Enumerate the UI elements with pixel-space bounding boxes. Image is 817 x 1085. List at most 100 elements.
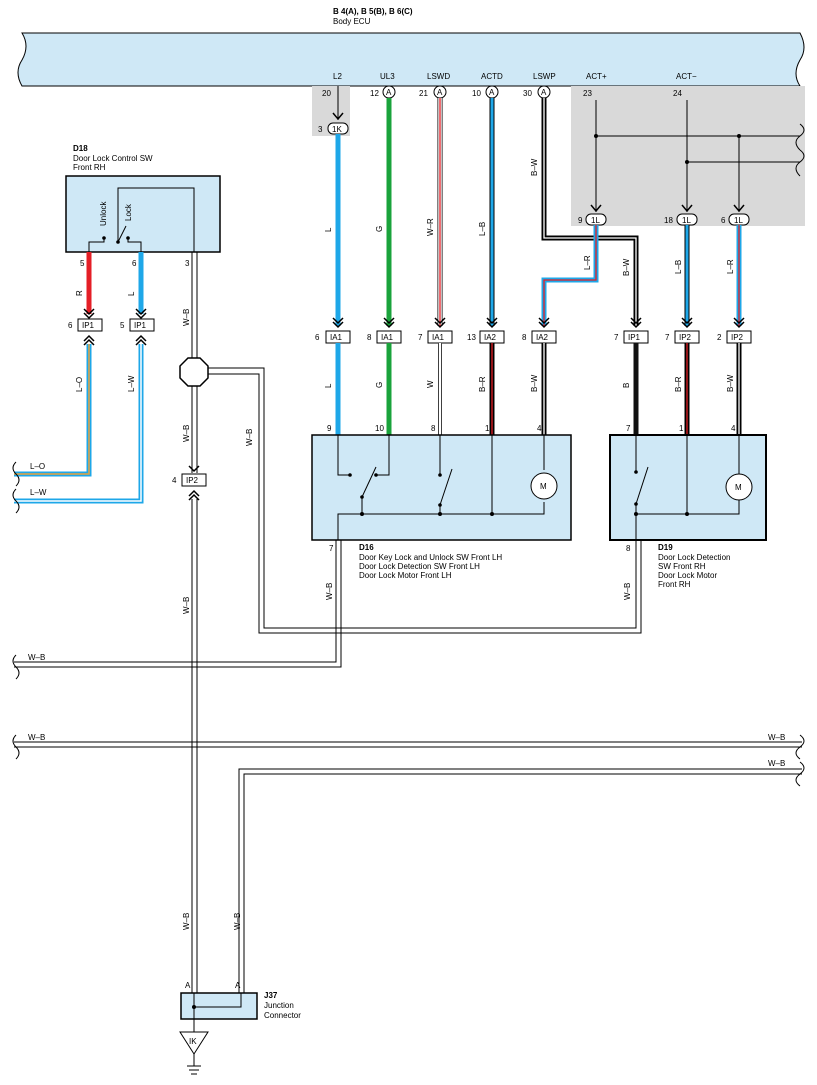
wire-label-wb-h1: W–B <box>28 653 45 662</box>
d16-line2: Door Lock Detection SW Front LH <box>359 562 480 571</box>
ip1-left-box-a <box>77 318 103 332</box>
d19-internal <box>635 435 753 540</box>
ecu-pin-23: 23 <box>583 89 592 98</box>
d16-switch-dots <box>348 473 494 516</box>
conn-ip2-r2-label: IP2 <box>731 333 744 342</box>
wire-label-lr-ip2: L–R <box>726 259 735 274</box>
wire-label-wr-upper: W–R <box>426 218 435 236</box>
conn-ip1-6-label: IP1 <box>134 321 147 330</box>
wire-label-lw-h: L–W <box>30 488 47 497</box>
connector-1l-b-label: 1L <box>682 216 691 225</box>
ecu-pin-20: 20 <box>322 89 331 98</box>
signal-act-minus: ACT− <box>676 72 697 81</box>
ground-symbol <box>179 1019 209 1075</box>
d18-code: D18 <box>73 144 88 153</box>
arrow-1l-a <box>590 204 602 213</box>
wire-label-lw-v: L–W <box>127 375 136 392</box>
wire-label-l-d18: L <box>127 291 136 296</box>
d18-box <box>65 175 221 253</box>
d19-line1: Door Lock Detection <box>658 553 730 562</box>
wire-label-l-upper: L <box>324 227 333 232</box>
conn-ia2-b-pin: 8 <box>522 333 527 342</box>
conn-ip2-mid-pin: 4 <box>172 476 177 485</box>
d19-pin-8: 8 <box>626 544 631 553</box>
wire-label-w-lower: W <box>426 380 435 388</box>
ip1-left-chevrons <box>83 308 147 320</box>
wire-label-l-lower: L <box>324 383 333 388</box>
conn-ip1-r-label: IP1 <box>628 333 641 342</box>
signal-act-plus: ACT+ <box>586 72 607 81</box>
d19-line4: Front RH <box>658 580 691 589</box>
conn-ia2-b-label: IA2 <box>536 333 549 342</box>
conn-ia2-a-label: IA2 <box>484 333 497 342</box>
wire-bw-lswp <box>541 98 639 326</box>
d19-code: D19 <box>658 543 673 552</box>
conn-ip2-mid-label: IP2 <box>186 476 199 485</box>
wire-label-bw-ip1: B–W <box>622 258 631 276</box>
d16-pin-9: 9 <box>327 424 332 433</box>
wire-wb-vertical-long <box>191 499 198 993</box>
connector-1k-pin: 3 <box>318 125 323 134</box>
d19-pin-7: 7 <box>626 424 631 433</box>
conn-ia1-c-label: IA1 <box>432 333 445 342</box>
signal-actd: ACTD <box>481 72 503 81</box>
act-internal-lines <box>595 100 805 212</box>
d19-pin-1: 1 <box>679 424 684 433</box>
d16-motor-symbol: M <box>540 482 547 491</box>
wire-label-lo-h: L–O <box>30 462 45 471</box>
conn-letter-actd: A <box>489 88 495 97</box>
ecu-name: Body ECU <box>333 17 371 26</box>
d16-internal <box>337 435 558 540</box>
wire-wb-d16 <box>14 540 342 668</box>
d16-line1: Door Key Lock and Unlock SW Front LH <box>359 553 502 562</box>
wire-label-b-d19: B <box>622 383 631 388</box>
wire-lo <box>14 344 92 477</box>
conn-letter-lswp: A <box>541 88 547 97</box>
conn-ia1-c-pin: 7 <box>418 333 423 342</box>
d18-name1: Door Lock Control SW <box>73 154 153 163</box>
wire-label-wb-long-b: W–B <box>182 913 191 930</box>
j37-line1: Junction <box>264 1001 294 1010</box>
d18-lock-label: Lock <box>124 203 133 221</box>
d18-switch-dots <box>102 236 130 244</box>
wire-label-bw-d16: B–W <box>530 374 539 392</box>
break-wb-h2-right <box>795 734 805 760</box>
j37-junction-dot <box>192 1005 196 1009</box>
j37-pin-a-left: A <box>185 981 191 990</box>
wire-label-wb-long-a: W–B <box>182 597 191 614</box>
wire-label-g-lower: G <box>375 382 384 388</box>
conn-ip2-r1-pin: 7 <box>665 333 670 342</box>
d19-switch-dots <box>634 470 689 516</box>
signal-lswp: LSWP <box>533 72 556 81</box>
ecu-pin-10: 10 <box>472 89 481 98</box>
wire-label-lo-v: L–O <box>75 377 84 392</box>
conn-ip2-r1-label: IP2 <box>679 333 692 342</box>
d19-line3: Door Lock Motor <box>658 571 717 580</box>
conn-ip2-r2-pin: 2 <box>717 333 722 342</box>
ecu-pin-24: 24 <box>673 89 682 98</box>
wire-label-wb-d18-a: W–B <box>182 309 191 326</box>
conn-ia1-a-pin: 6 <box>315 333 320 342</box>
wire-label-wb-d16: W–B <box>325 583 334 600</box>
wire-label-wb-h2-left: W–B <box>28 733 45 742</box>
connector-1k-label: 1K <box>332 125 342 134</box>
connector-1l-a-pin: 9 <box>578 216 583 225</box>
d18-pin-3: 3 <box>185 259 190 268</box>
wire-label-r-d18: R <box>75 290 84 296</box>
d16-pin-8: 8 <box>431 424 436 433</box>
conn-letter-ul3: A <box>386 88 392 97</box>
conn-ia1-b-pin: 8 <box>367 333 372 342</box>
wire-lr-to-ia2 <box>541 225 599 326</box>
d16-line3: Door Lock Motor Front LH <box>359 571 452 580</box>
connector-1l-a-label: 1L <box>591 216 600 225</box>
connector-1l-c-label: 1L <box>734 216 743 225</box>
ip2-mid-chevrons-up <box>188 489 200 501</box>
d18-internal <box>88 187 195 252</box>
break-wb-h3-right <box>795 761 805 787</box>
break-lw <box>12 488 20 514</box>
d18-unlock-label: Unlock <box>99 201 108 226</box>
ecu-pin-21: 21 <box>419 89 428 98</box>
conn-letter-lswd: A <box>437 88 443 97</box>
wire-label-wb-h3-right: W–B <box>768 759 785 768</box>
connector-chevrons-upper <box>332 317 745 329</box>
